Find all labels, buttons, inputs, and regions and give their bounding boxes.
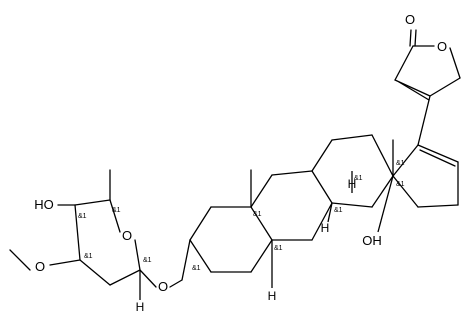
bond-lines <box>9 29 461 288</box>
stereo-label: &1 <box>143 257 152 264</box>
atom-o-lactone: O <box>437 39 447 54</box>
atom-o-glycoside: O <box>158 279 168 294</box>
stereo-label: &1 <box>78 213 87 220</box>
atom-o-carbonyl: O <box>405 12 415 27</box>
atom-oh-c14: OH <box>362 233 382 248</box>
atom-o-methoxy: O <box>35 259 45 274</box>
wedge-bonds <box>139 171 394 300</box>
stereo-labels: &1 &1 &1 &1 &1 &1 &1 &1 &1 &1 &1 <box>78 160 405 272</box>
stereo-label: &1 <box>396 160 405 167</box>
stereo-label: &1 <box>274 245 283 252</box>
atom-h-c8: H <box>348 177 357 191</box>
stereo-label: &1 <box>334 207 343 214</box>
atom-h-c5: H <box>268 289 277 303</box>
atom-h-anomeric: H <box>136 300 145 313</box>
atom-labels: O O OH HO O O O H H H H <box>34 12 447 313</box>
stereo-label: &1 <box>84 253 93 260</box>
stereo-label: &1 <box>396 181 405 188</box>
atom-oh-sugar: HO <box>34 197 54 212</box>
stereo-label: &1 <box>354 175 363 182</box>
atom-o-pyran: O <box>122 228 132 243</box>
stereo-label: &1 <box>192 265 201 272</box>
stereo-label: &1 <box>253 211 262 218</box>
stereo-label: &1 <box>112 207 121 214</box>
atom-h-c9: H <box>321 221 330 235</box>
